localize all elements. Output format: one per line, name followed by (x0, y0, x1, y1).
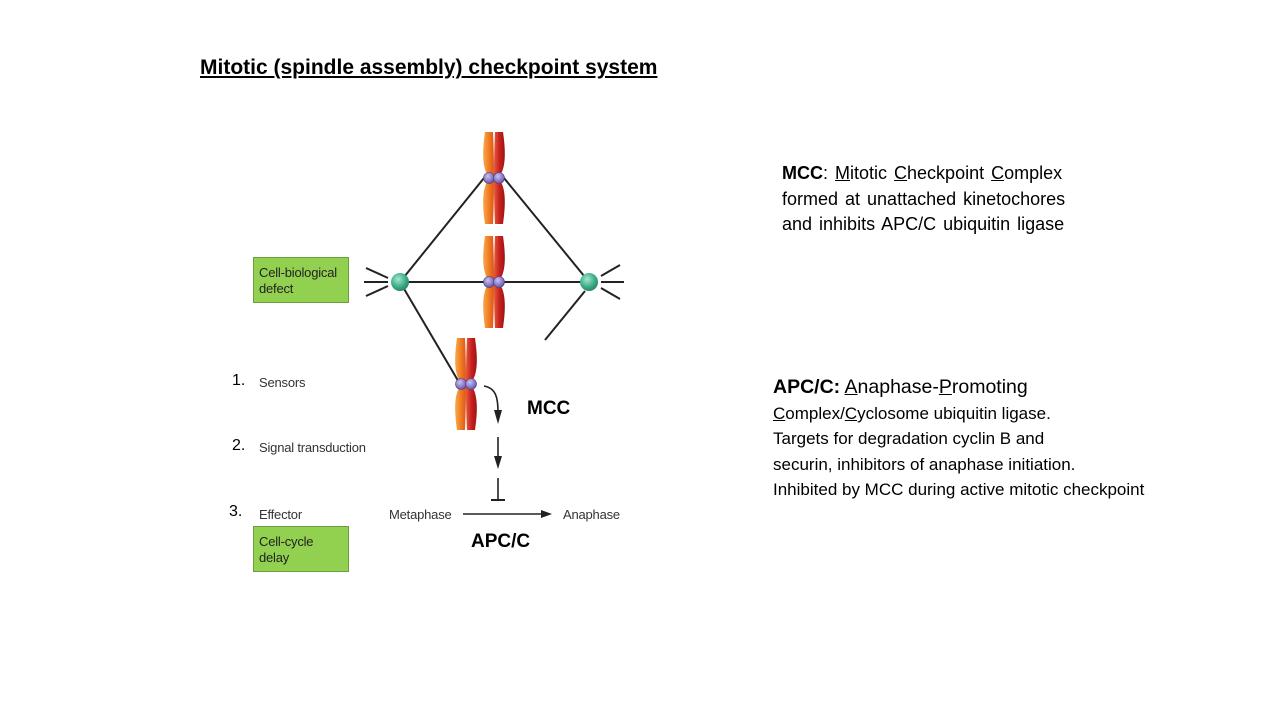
apc-desc-line-2: Complex/Cyclosome ubiquitin ligase. (773, 401, 1144, 427)
step-number-2: 2. (232, 437, 246, 454)
metaphase-label: Metaphase (389, 507, 452, 522)
defect-line-2: defect (259, 281, 294, 296)
step-number-1: 1. (232, 372, 246, 389)
mcc-description: MCC: Mitotic Checkpoint Complex formed a… (782, 161, 1065, 238)
delay-line-1: Cell-cycle (259, 534, 314, 549)
apc-word-romoting: romoting (951, 376, 1028, 398)
mcc-term: MCC (782, 163, 823, 183)
mcc-label: MCC (527, 398, 571, 419)
mcc-initial-c2: C (991, 163, 1005, 183)
apc-desc-line-3: Targets for degradation cyclin B and (773, 429, 1045, 448)
signal-arrows (463, 385, 552, 518)
mcc-word-itotic: itotic (850, 163, 895, 183)
mcc-desc-line-2: formed at unattached kinetochores (782, 188, 1066, 209)
centrosome-right (580, 273, 598, 291)
apc-word-yclosome: yclosome ubiquitin ligase. (857, 403, 1051, 423)
apc-desc-line-5: Inhibited by MCC during active mitotic c… (773, 480, 1145, 499)
step-label-effector: Effector (259, 507, 302, 522)
apc-initial-c1: C (773, 403, 786, 423)
apc-desc-line-4: securin, inhibitors of anaphase initiati… (773, 454, 1076, 474)
slide-title: Mitotic (spindle assembly) checkpoint sy… (200, 56, 658, 79)
delay-line-2: delay (259, 550, 290, 565)
apc-desc-line-1: APC/C: Anaphase-Promoting (773, 375, 1144, 401)
step-number-3: 3. (229, 503, 243, 520)
mcc-word-heckpoint: heckpoint (907, 163, 992, 183)
mcc-initial-m: M (835, 163, 851, 183)
apcc-term: APC/C: (773, 376, 841, 398)
chromosome-middle (482, 235, 506, 329)
apc-word-naphase: naphase- (857, 376, 939, 398)
apc-word-omplex: omplex/ (785, 403, 845, 423)
apc-initial-p: P (938, 376, 952, 398)
cell-biological-defect-box: Cell-biological defect (253, 257, 349, 303)
apcc-description: APC/C: Anaphase-Promoting Complex/Cyclos… (773, 375, 1144, 503)
mcc-colon: : (823, 163, 836, 183)
mcc-word-omplex: omplex (1004, 163, 1063, 183)
mcc-desc-line-3: and inhibits APC/C ubiquitin ligase (782, 214, 1065, 234)
anaphase-label: Anaphase (563, 507, 620, 522)
apc-initial-c2: C (844, 403, 858, 423)
apc-initial-a: A (844, 376, 858, 398)
apcc-label: APC/C (471, 531, 531, 552)
step-label-sensors: Sensors (259, 375, 306, 390)
centrosome-left (391, 273, 409, 291)
cell-cycle-delay-box: Cell-cycle delay (253, 526, 349, 572)
mcc-initial-c1: C (894, 163, 908, 183)
defect-line-1: Cell-biological (259, 265, 337, 280)
chromosome-top (482, 131, 506, 225)
chromosome-unattached (454, 337, 478, 431)
mcc-desc-line-1: MCC: Mitotic Checkpoint Complex (782, 161, 1065, 187)
step-label-signal-transduction: Signal transduction (259, 440, 366, 455)
